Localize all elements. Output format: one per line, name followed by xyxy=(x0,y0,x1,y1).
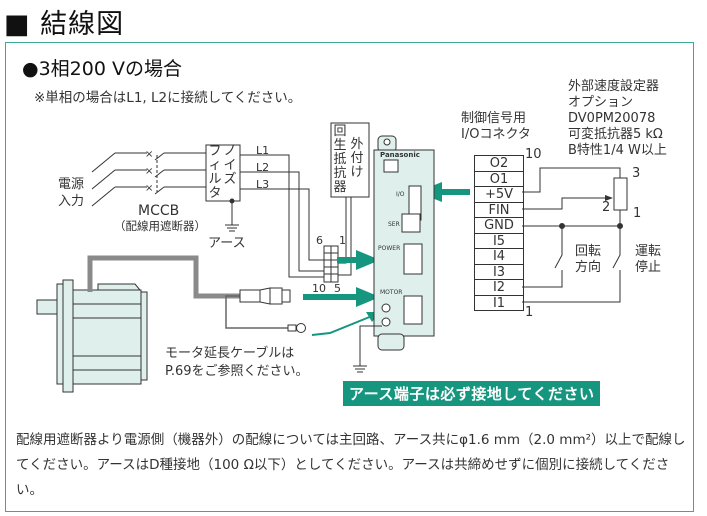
filter-ground xyxy=(225,198,239,232)
motor-plug xyxy=(239,287,291,305)
speed-setter-line-1: 外部速度設定器 xyxy=(568,79,660,94)
driver-brand: Panasonic xyxy=(380,151,420,159)
ground-arrow-line xyxy=(311,315,373,336)
io-row-i1: I1 xyxy=(492,295,506,311)
io-connector-table: O2 O1 +5V FIN GND I5 I4 I3 I2 I1 xyxy=(474,155,524,311)
io-row-gnd: GND xyxy=(475,218,523,234)
section-subtitle: ●3相200 Vの場合 xyxy=(22,58,182,80)
driver-ground xyxy=(353,325,382,373)
motor xyxy=(36,279,148,393)
direction-switch-label-2: 方向 xyxy=(575,260,602,275)
power-connector xyxy=(323,245,339,283)
ground-wire xyxy=(225,295,292,329)
svg-text:×: × xyxy=(145,166,153,177)
cable-note-line-2: P.69をご参照ください。 xyxy=(165,364,309,379)
servo-driver xyxy=(373,135,435,351)
connector-pin-5: 5 xyxy=(334,282,341,295)
io-pin-1: 1 xyxy=(525,305,534,320)
port-motor-label: MOTOR xyxy=(380,289,402,296)
svg-text:×: × xyxy=(145,183,153,194)
noise-filter-label-1: フィルタ xyxy=(208,144,222,201)
io-row-5v: +5V xyxy=(475,187,523,203)
io-row-o1: O1 xyxy=(475,172,523,187)
regen-resistor-box xyxy=(330,122,370,198)
motor-cable xyxy=(87,255,240,299)
io-row-i4: I4 xyxy=(475,249,523,265)
power-input-label-2: 入力 xyxy=(58,194,85,209)
line-l3-label: L3 xyxy=(256,178,270,191)
io-connector-label-2: I/Oコネクタ xyxy=(461,127,531,142)
mccb-label: MCCB xyxy=(138,203,180,219)
mccb-description: （配線用遮断器） xyxy=(114,219,206,233)
ground-label: アース xyxy=(208,236,246,251)
wiper-arrow xyxy=(605,195,613,201)
power-input-label-1: 電源 xyxy=(58,177,85,192)
connector-pin-1: 1 xyxy=(339,234,346,247)
line-l1-label: L1 xyxy=(256,144,270,157)
ground-warning-badge: アース端子は必ず接地してください xyxy=(343,381,601,406)
power-lines xyxy=(240,154,324,278)
direction-switch-label-1: 回転 xyxy=(575,244,602,259)
io-row-o2: O2 xyxy=(475,156,523,172)
ground-terminal xyxy=(287,323,306,333)
port-power-label: POWER xyxy=(378,245,400,252)
speed-setter-line-3: DV0PM20078 xyxy=(568,111,656,126)
port-io-label: I/O xyxy=(396,191,405,198)
io-connector-label-1: 制御信号用 xyxy=(461,111,527,126)
single-phase-note: ※単相の場合はL1, L2に接続してください。 xyxy=(34,90,302,106)
regen-resistor-label-2: 外付け xyxy=(350,137,364,180)
io-wiring xyxy=(522,167,623,303)
io-row-i3: I3 xyxy=(475,265,523,280)
speed-setter-line-2: オプション xyxy=(568,95,634,110)
io-row-i2: I2 xyxy=(475,280,523,296)
pot-pin-2: 2 xyxy=(602,200,611,215)
connector-pin-10: 10 xyxy=(312,282,326,295)
io-pin-10: 10 xyxy=(525,147,542,162)
noise-filter-label-2: ノイズ xyxy=(223,144,237,187)
svg-text:×: × xyxy=(145,149,153,160)
power-input-lines xyxy=(91,152,147,207)
footer-note: 配線用遮断器より電源側（機器外）の配線については主回路、アース共にφ1.6 mm… xyxy=(16,432,686,498)
mccb-symbol: × × × xyxy=(145,149,206,195)
io-row-fin: FIN xyxy=(475,203,523,218)
noise-filter-box xyxy=(205,144,241,202)
run-stop-switch-label-1: 運転 xyxy=(635,244,662,259)
run-stop-switch-label-2: 停止 xyxy=(635,260,662,275)
page-title: ■ 結線図 xyxy=(4,9,125,40)
potentiometer xyxy=(613,177,628,211)
pot-pin-1: 1 xyxy=(633,206,642,221)
regen-resistor-label-1: 回生抵抗器 xyxy=(333,124,347,195)
cable-note-line-1: モータ延長ケーブルは xyxy=(165,346,295,361)
pot-pin-3: 3 xyxy=(632,166,641,181)
diagram-frame xyxy=(5,42,694,512)
port-ser-label: SER xyxy=(388,221,400,228)
connector-pin-6: 6 xyxy=(316,234,323,247)
speed-setter-line-5: B特性1/4 W以上 xyxy=(568,143,667,158)
io-row-i5: I5 xyxy=(475,234,523,249)
line-l2-label: L2 xyxy=(256,161,270,174)
speed-setter-line-4: 可変抵抗器5 kΩ xyxy=(568,127,663,142)
